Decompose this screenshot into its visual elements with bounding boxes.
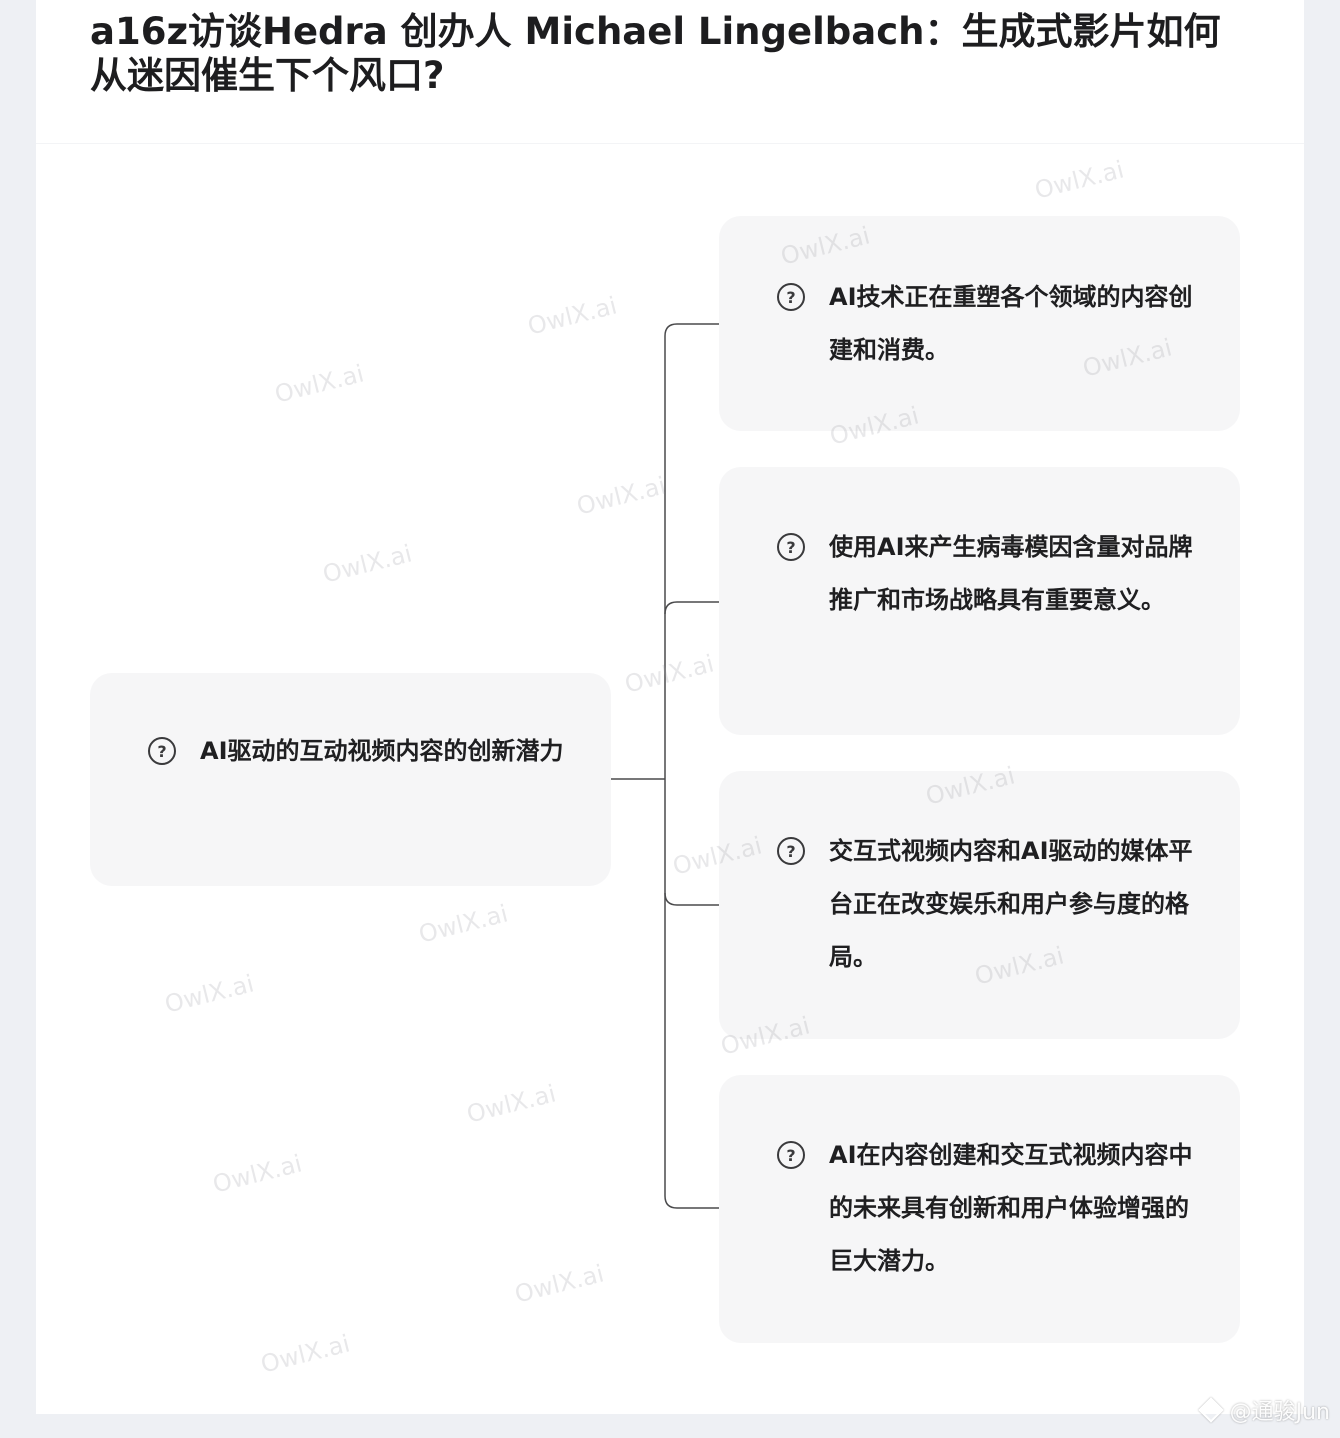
child-node-2[interactable]: ? 使用AI来产生病毒模因含量对品牌推广和市场战略具有重要意义。 bbox=[719, 467, 1240, 735]
diamond-logo-icon bbox=[1197, 1397, 1224, 1423]
connector-branch-2 bbox=[664, 601, 719, 615]
child-node-1[interactable]: ? AI技术正在重塑各个领域的内容创建和消费。 bbox=[719, 216, 1240, 431]
page-title: a16z访谈Hedra 创办人 Michael Lingelbach：生成式影片… bbox=[90, 10, 1221, 97]
child-node-1-label: AI技术正在重塑各个领域的内容创建和消费。 bbox=[829, 283, 1193, 364]
connector-branch-1 bbox=[664, 323, 719, 337]
connector-branch-3 bbox=[664, 892, 719, 906]
connector-branch-4 bbox=[664, 1195, 719, 1209]
question-circle-icon: ? bbox=[777, 837, 805, 865]
child-node-2-label: 使用AI来产生病毒模因含量对品牌推广和市场战略具有重要意义。 bbox=[829, 533, 1193, 614]
child-node-3-label: 交互式视频内容和AI驱动的媒体平台正在改变娱乐和用户参与度的格局。 bbox=[829, 837, 1193, 971]
author-handle: @通骏Jun bbox=[1229, 1400, 1330, 1425]
question-circle-icon: ? bbox=[777, 283, 805, 311]
question-circle-icon: ? bbox=[777, 1141, 805, 1169]
child-node-4[interactable]: ? AI在内容创建和交互式视频内容中的未来具有创新和用户体验增强的巨大潜力。 bbox=[719, 1075, 1240, 1343]
author-watermark: @通骏Jun bbox=[1197, 1394, 1330, 1426]
root-node-label: AI驱动的互动视频内容的创新潜力 bbox=[200, 737, 564, 765]
question-circle-icon: ? bbox=[777, 533, 805, 561]
child-node-3[interactable]: ? 交互式视频内容和AI驱动的媒体平台正在改变娱乐和用户参与度的格局。 bbox=[719, 771, 1240, 1039]
question-circle-icon: ? bbox=[148, 737, 176, 765]
child-node-4-label: AI在内容创建和交互式视频内容中的未来具有创新和用户体验增强的巨大潜力。 bbox=[829, 1141, 1193, 1275]
root-node[interactable]: ? AI驱动的互动视频内容的创新潜力 bbox=[90, 673, 611, 886]
title-divider bbox=[36, 143, 1304, 144]
